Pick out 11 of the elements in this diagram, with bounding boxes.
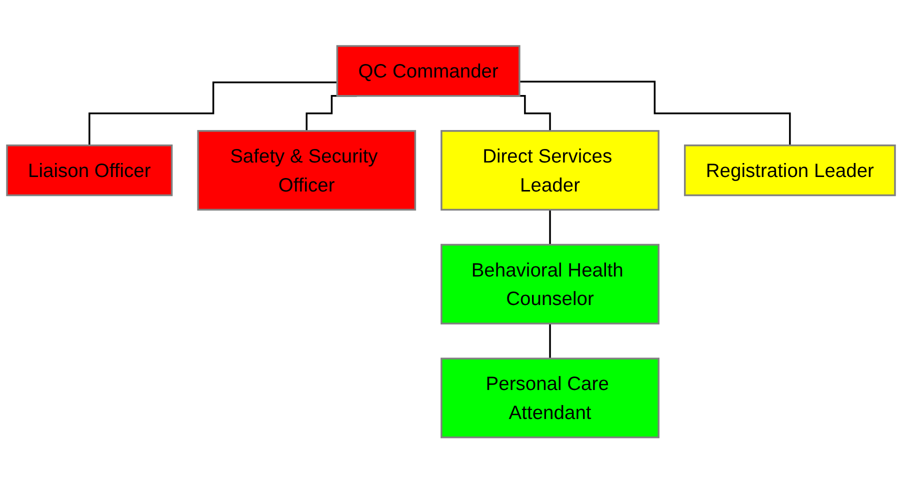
connector [549, 322, 551, 360]
connector [88, 81, 338, 146]
node-box: Personal Care Attendant [440, 358, 660, 438]
connector [519, 80, 791, 146]
node-box: QC Commander [336, 44, 520, 97]
node-box: Safety & Security Officer [197, 130, 416, 210]
connector [549, 208, 551, 246]
node-box: Behavioral Health Counselor [440, 244, 660, 324]
node-box: Liaison Officer [6, 144, 173, 196]
node-box: Registration Leader [684, 144, 896, 196]
node-box: Direct Services Leader [440, 130, 660, 210]
